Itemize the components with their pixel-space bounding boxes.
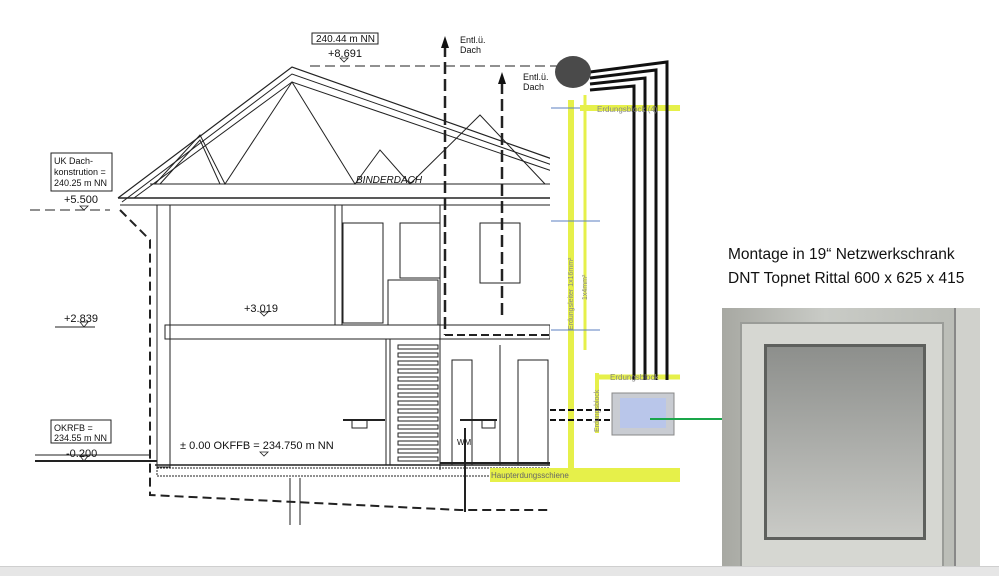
network-cabinet-photo bbox=[722, 308, 980, 572]
cabinet-interior bbox=[764, 344, 926, 540]
stair-tread bbox=[397, 408, 439, 414]
cabinet-body bbox=[740, 322, 944, 571]
satellite-dish-icon bbox=[555, 56, 591, 88]
washing-machine-label: WM bbox=[457, 438, 472, 447]
stair-tread bbox=[397, 440, 439, 446]
stair-tread bbox=[397, 352, 439, 358]
ground-level: -0.200 bbox=[66, 448, 97, 460]
upper-floor-level: +3.019 bbox=[244, 303, 278, 315]
ground-floor-level: ± 0.00 OKFFB = 234.750 m NN bbox=[180, 440, 334, 452]
staircase bbox=[397, 344, 439, 462]
stair-tread bbox=[397, 424, 439, 430]
caption-line-2: DNT Topnet Rittal 600 x 625 x 415 bbox=[728, 270, 965, 287]
peak-level-label: +8.691 bbox=[328, 48, 362, 60]
uk-box-line1: UK Dach- bbox=[54, 156, 93, 166]
vent-label-1b: Dach bbox=[460, 45, 481, 55]
vent-label-2: Entl.ü. bbox=[523, 72, 549, 82]
grounding-block-side: Erdungsblock bbox=[594, 389, 601, 432]
stair-tread bbox=[397, 416, 439, 422]
top-level-box: 240.44 m NN bbox=[316, 34, 375, 45]
vent-label-2b: Dach bbox=[523, 82, 544, 92]
grounding-conductor-label: Erdungsleiter 1x16mm² bbox=[568, 257, 575, 330]
caption-line-1: Montage in 19“ Netzwerkschrank bbox=[728, 246, 955, 263]
grounding-lines bbox=[490, 95, 680, 482]
vent-label-1: Entl.ü. bbox=[460, 35, 486, 45]
stair-tread bbox=[397, 368, 439, 374]
stair-tread bbox=[397, 432, 439, 438]
uk-box-line3: 240.25 m NN bbox=[54, 178, 107, 188]
stair-tread bbox=[397, 344, 439, 350]
stair-tread bbox=[397, 360, 439, 366]
stair-tread bbox=[397, 456, 439, 462]
stair-tread bbox=[397, 376, 439, 382]
stair-tread bbox=[397, 384, 439, 390]
bottom-bar bbox=[0, 566, 999, 576]
grounding-block-top: Erdungsblock (4) bbox=[597, 105, 658, 114]
okrfb-line2: 234.55 m NN bbox=[54, 433, 107, 443]
grounding-conductor2-label: 1x4mm² bbox=[582, 274, 589, 300]
level-marker-icon bbox=[79, 57, 349, 462]
eave-level-label: +5.500 bbox=[64, 194, 98, 206]
uk-box-line2: konstrution = bbox=[54, 167, 106, 177]
okrfb-line1: OKRFB = bbox=[54, 423, 93, 433]
cabinet-door bbox=[954, 308, 980, 572]
roof-type-label: BINDERDACH bbox=[356, 175, 423, 186]
grounding-block-mid: Erdungsblock bbox=[610, 373, 659, 382]
stair-tread bbox=[397, 392, 439, 398]
coax-cables bbox=[589, 60, 669, 380]
main-grounding-rail: Haupterdungsschiene bbox=[491, 471, 569, 480]
stair-tread bbox=[397, 448, 439, 454]
outside-level: +2.839 bbox=[64, 313, 98, 325]
stair-tread bbox=[397, 400, 439, 406]
